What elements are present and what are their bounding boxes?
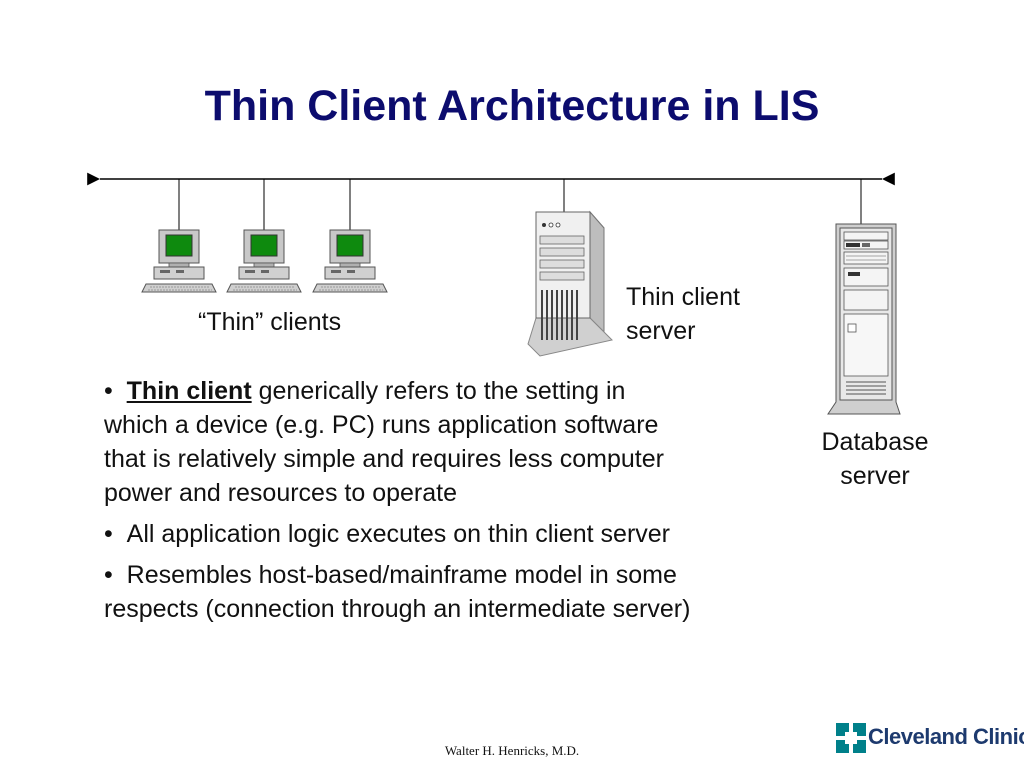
slide-title: Thin Client Architecture in LIS bbox=[204, 82, 820, 130]
bullet-item: • All application logic executes on thin… bbox=[104, 520, 671, 548]
client-computer-icon bbox=[226, 229, 302, 293]
bullet-item: • Thin client generically refers to the … bbox=[104, 377, 664, 507]
bullet-text: generically refers to the setting in whi… bbox=[104, 377, 664, 507]
cleveland-clinic-logo: Cleveland Clinic bbox=[834, 720, 1024, 756]
thin-client-server-label: Thin client server bbox=[626, 280, 740, 348]
client-computer-icon bbox=[312, 229, 388, 293]
client-computer-icon bbox=[141, 229, 217, 293]
footer-author: Walter H. Henricks, M.D. bbox=[444, 743, 580, 758]
thin-client-server-icon bbox=[527, 210, 613, 357]
thin-client-server-label-line2: server bbox=[626, 317, 696, 345]
database-server-label-line1: Database bbox=[821, 428, 929, 456]
bullet-term: Thin client bbox=[126, 377, 252, 405]
database-server-icon bbox=[827, 223, 901, 415]
database-server-label: Database server bbox=[800, 425, 950, 493]
bullet-text: All application logic executes on thin c… bbox=[126, 520, 671, 548]
bullet-list: • Thin client generically refers to the … bbox=[104, 374, 694, 633]
cleveland-clinic-logo-icon bbox=[836, 723, 866, 753]
bullet-text: Resembles host-based/mainframe model in … bbox=[104, 561, 691, 623]
logo-text: Cleveland Clinic bbox=[868, 724, 1024, 749]
thin-client-server-label-line1: Thin client bbox=[626, 283, 740, 311]
bullet-item: • Resembles host-based/mainframe model i… bbox=[104, 561, 691, 623]
database-server-label-line2: server bbox=[840, 462, 910, 490]
thin-clients-label: “Thin” clients bbox=[198, 308, 342, 336]
